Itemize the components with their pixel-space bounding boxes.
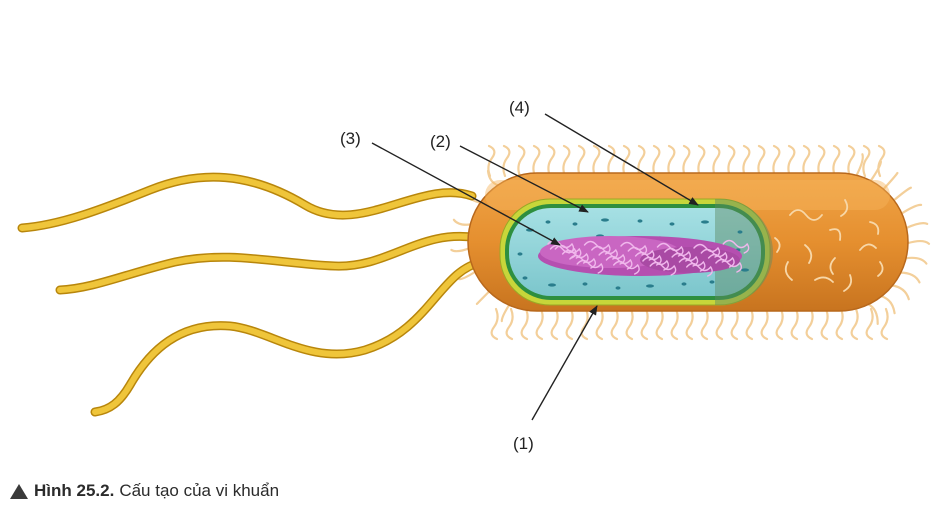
- pilus: [893, 188, 911, 201]
- pilus: [522, 309, 528, 339]
- label-3: (3): [340, 129, 361, 148]
- ribosome: [573, 222, 578, 225]
- pilus: [717, 309, 723, 339]
- ribosome: [638, 219, 643, 222]
- pilus: [537, 309, 543, 339]
- pilus: [907, 241, 929, 244]
- pilus: [788, 146, 794, 176]
- pilus: [807, 309, 813, 339]
- pilus: [597, 309, 603, 339]
- ribosome: [710, 280, 715, 283]
- pilus: [552, 309, 558, 339]
- ribosome: [646, 284, 654, 287]
- pilus: [762, 309, 768, 339]
- pilus: [518, 146, 524, 176]
- pilus: [687, 309, 693, 339]
- pilus: [507, 309, 513, 339]
- pilus: [672, 309, 678, 339]
- pilus: [900, 273, 920, 283]
- pilus: [803, 146, 809, 176]
- pilus: [612, 309, 618, 339]
- flagella: [22, 177, 482, 412]
- pilus: [905, 258, 926, 264]
- flagellum-3: [95, 262, 482, 412]
- label-2: (2): [430, 132, 451, 151]
- label-4: (4): [509, 98, 530, 117]
- pilus: [792, 309, 798, 339]
- pilus: [567, 309, 573, 339]
- pilus: [563, 146, 569, 176]
- pilus: [683, 146, 689, 176]
- pilus: [627, 309, 633, 339]
- pilus: [608, 146, 614, 176]
- pilus: [454, 220, 471, 225]
- ribosome: [548, 283, 556, 286]
- pilus: [548, 146, 554, 176]
- ribosome: [670, 222, 675, 225]
- pilus: [822, 309, 828, 339]
- pilus: [837, 309, 843, 339]
- figure-caption: Hình 25.2. Cấu tạo của vi khuẩn: [10, 478, 279, 504]
- ribosome: [583, 282, 588, 285]
- pilus: [882, 309, 888, 339]
- label-1: (1): [513, 434, 534, 453]
- pilus: [773, 146, 779, 176]
- pilus: [881, 296, 895, 313]
- ribosome: [601, 218, 609, 221]
- pilus: [578, 146, 584, 176]
- ribosome: [741, 268, 749, 271]
- pilus: [867, 309, 873, 339]
- pilus: [533, 146, 539, 176]
- pilus: [863, 146, 869, 176]
- pilus: [668, 146, 674, 176]
- pilus: [758, 146, 764, 176]
- pilus: [657, 309, 663, 339]
- pilus: [833, 146, 839, 176]
- pilus: [477, 291, 490, 304]
- pilus: [451, 248, 469, 251]
- ribosome: [701, 220, 709, 223]
- pilus: [848, 146, 854, 176]
- ribosome: [546, 220, 551, 223]
- caption-text: Cấu tạo của vi khuẩn: [119, 481, 279, 501]
- ribosome: [523, 276, 528, 279]
- ribosome: [616, 286, 621, 289]
- triangle-icon: [10, 484, 28, 499]
- pilus: [492, 309, 498, 339]
- pilus: [747, 309, 753, 339]
- pilus: [642, 309, 648, 339]
- pilus: [713, 146, 719, 176]
- pilus: [702, 309, 708, 339]
- pilus: [857, 154, 863, 175]
- ribosome: [518, 252, 523, 255]
- pilus: [732, 309, 738, 339]
- figure-number: Hình 25.2.: [34, 481, 114, 501]
- pilus: [698, 146, 704, 176]
- pilus: [502, 305, 510, 321]
- pilus: [818, 146, 824, 176]
- pilus: [906, 223, 928, 228]
- pilus: [901, 205, 921, 214]
- pilus: [777, 309, 783, 339]
- pilus: [743, 146, 749, 176]
- ribosome: [682, 282, 687, 285]
- ribosome: [738, 230, 743, 233]
- pilus: [653, 146, 659, 176]
- pilus: [593, 146, 599, 176]
- pilus: [852, 309, 858, 339]
- pilus: [728, 146, 734, 176]
- pilus: [892, 285, 909, 299]
